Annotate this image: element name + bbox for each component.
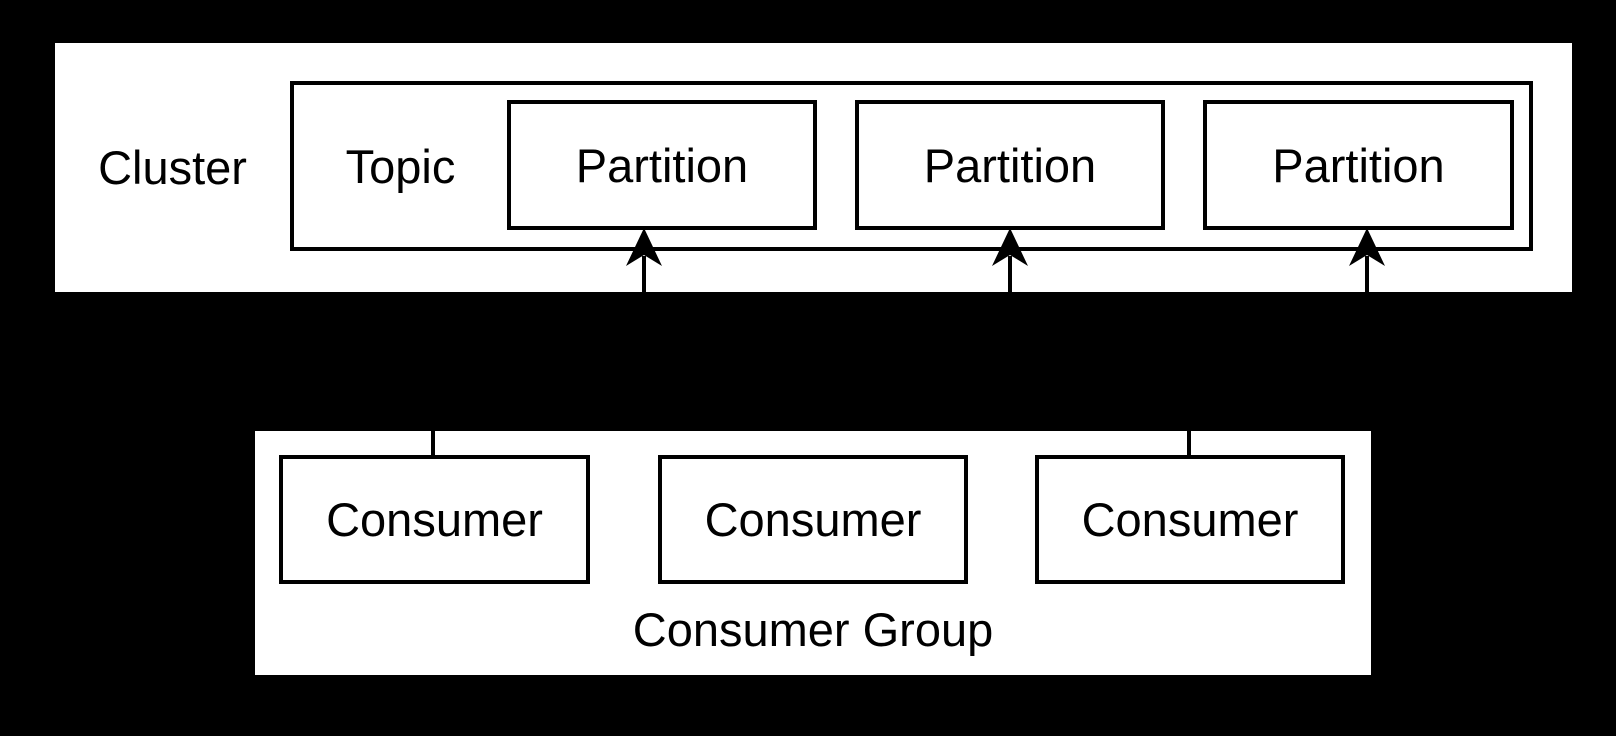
- topic-label: Topic: [345, 139, 456, 193]
- partition-label: Partition: [575, 138, 749, 192]
- partition-label: Partition: [923, 138, 1097, 192]
- topic-box: Topic Partition Partition Partition: [290, 81, 1533, 251]
- consumer-group-label: Consumer Group: [632, 603, 994, 656]
- partition-box-2: Partition: [855, 100, 1165, 230]
- consumer-group-box: Consumer Consumer Consumer Consumer Grou…: [255, 431, 1371, 675]
- connector-line: [642, 256, 646, 292]
- consumer-box-1: Consumer: [279, 455, 590, 584]
- partition-box-1: Partition: [507, 100, 817, 230]
- consumer-label: Consumer: [326, 493, 543, 546]
- arrow-up-icon: [626, 228, 662, 292]
- cluster-label: Cluster: [98, 141, 247, 194]
- connector-line: [1008, 256, 1012, 292]
- consumer-box-2: Consumer: [658, 455, 968, 584]
- consumer-label: Consumer: [704, 493, 922, 546]
- connector-line: [1187, 431, 1191, 458]
- arrow-up-icon: [1349, 228, 1385, 292]
- partition-label: Partition: [1272, 138, 1445, 192]
- partition-box-3: Partition: [1203, 100, 1514, 230]
- arrow-up-icon: [992, 228, 1028, 292]
- consumer-label: Consumer: [1081, 493, 1299, 546]
- cluster-box: Cluster Topic Partition Partition Partit…: [55, 43, 1572, 292]
- consumer-box-3: Consumer: [1035, 455, 1345, 584]
- connector-line: [431, 431, 435, 458]
- connector-line: [1365, 256, 1369, 292]
